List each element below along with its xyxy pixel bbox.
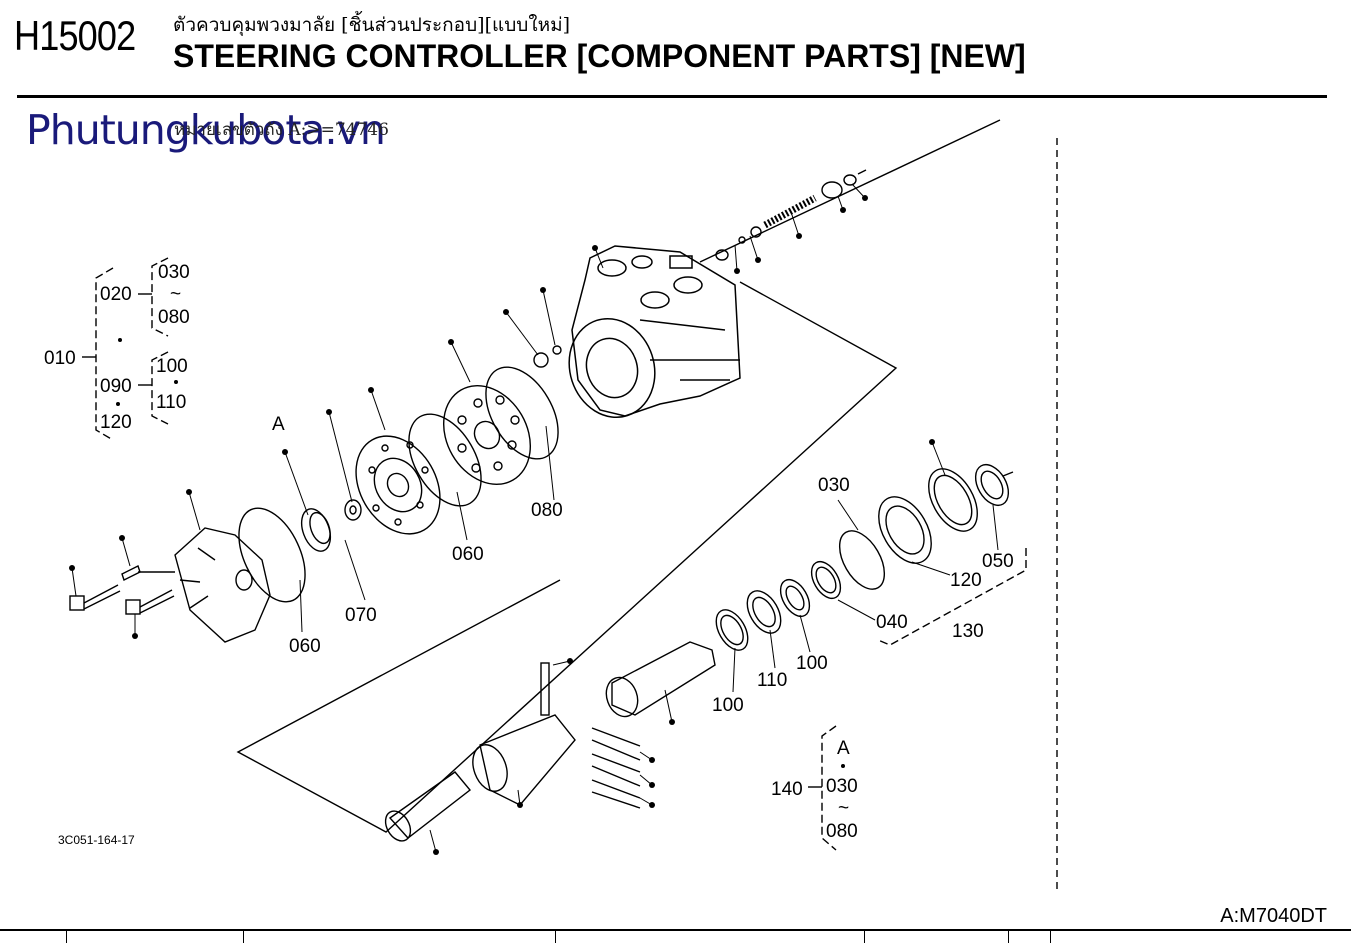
label-060: 060 <box>452 544 484 565</box>
label-120: 120 <box>100 412 132 433</box>
spool <box>472 662 576 806</box>
o-ring-060-large <box>238 507 306 603</box>
o-ring-060 <box>408 413 482 507</box>
ball <box>552 345 562 355</box>
gear-set <box>355 435 441 535</box>
label-080-ring: 080 <box>531 500 563 521</box>
model-code: A:M7040DT <box>1220 905 1327 927</box>
label-040: 040 <box>876 612 908 633</box>
end-cap <box>174 527 271 643</box>
label-A-kit: A <box>837 738 850 759</box>
drawing-number: 3C051-164-17 <box>58 833 135 847</box>
relief-spring <box>699 119 1001 263</box>
o-ring-080 <box>485 366 559 460</box>
label-120-right: 120 <box>950 570 982 591</box>
washer <box>344 499 362 521</box>
serial-note: หมายเลขตัวถัง A:>=74746 <box>174 120 389 140</box>
bolts <box>69 565 175 615</box>
page-code: H15002 <box>14 12 136 59</box>
valve-housing <box>568 245 741 419</box>
label-140: 140 <box>771 779 803 800</box>
label-030: 030 <box>158 262 190 283</box>
table-column-divider <box>555 931 556 943</box>
bracket-130 <box>877 548 1027 646</box>
table-column-divider <box>66 931 67 943</box>
spacer-plate <box>442 385 532 485</box>
sleeve <box>605 641 716 718</box>
page-title: STEERING CONTROLLER [COMPONENT PARTS] [N… <box>173 38 1026 74</box>
plug-screw <box>533 352 549 368</box>
watermark: Phutungkubota.vn <box>26 106 386 154</box>
table-column-divider <box>1050 931 1051 943</box>
bracket-010 <box>95 257 169 441</box>
label-080-kit: 080 <box>826 821 858 842</box>
label-070: 070 <box>345 605 377 626</box>
centering-springs <box>591 727 641 809</box>
drive-shaft <box>384 771 472 842</box>
label-080: 080 <box>158 307 190 328</box>
label-060-lower: 060 <box>289 636 321 657</box>
table-column-divider <box>1008 931 1009 943</box>
assembly-frame <box>236 281 898 833</box>
label-030-right: 030 <box>818 475 850 496</box>
table-top-rule <box>0 929 1351 931</box>
label-020: 020 <box>100 284 132 305</box>
header-divider <box>17 95 1327 98</box>
label-110: 110 <box>156 392 186 413</box>
label-100-right: 100 <box>796 653 828 674</box>
label-110-right: 110 <box>757 670 787 691</box>
label-050: 050 <box>982 551 1014 572</box>
label-A: A <box>272 414 285 435</box>
svg-text:~: ~ <box>170 284 181 305</box>
table-column-divider <box>243 931 244 943</box>
label-030-kit: 030 <box>826 776 858 797</box>
svg-text:~: ~ <box>838 798 849 819</box>
label-100-lower: 100 <box>712 695 744 716</box>
page-title-thai: ตัวควบคุมพวงมาลัย [ชิ้นส่วนประกอบ][แบบให… <box>173 14 571 36</box>
label-090: 090 <box>100 376 132 397</box>
table-column-divider <box>864 931 865 943</box>
label-130: 130 <box>952 621 984 642</box>
label-010: 010 <box>44 348 76 369</box>
label-100: 100 <box>156 356 188 377</box>
seal-kit-right <box>715 464 1014 651</box>
